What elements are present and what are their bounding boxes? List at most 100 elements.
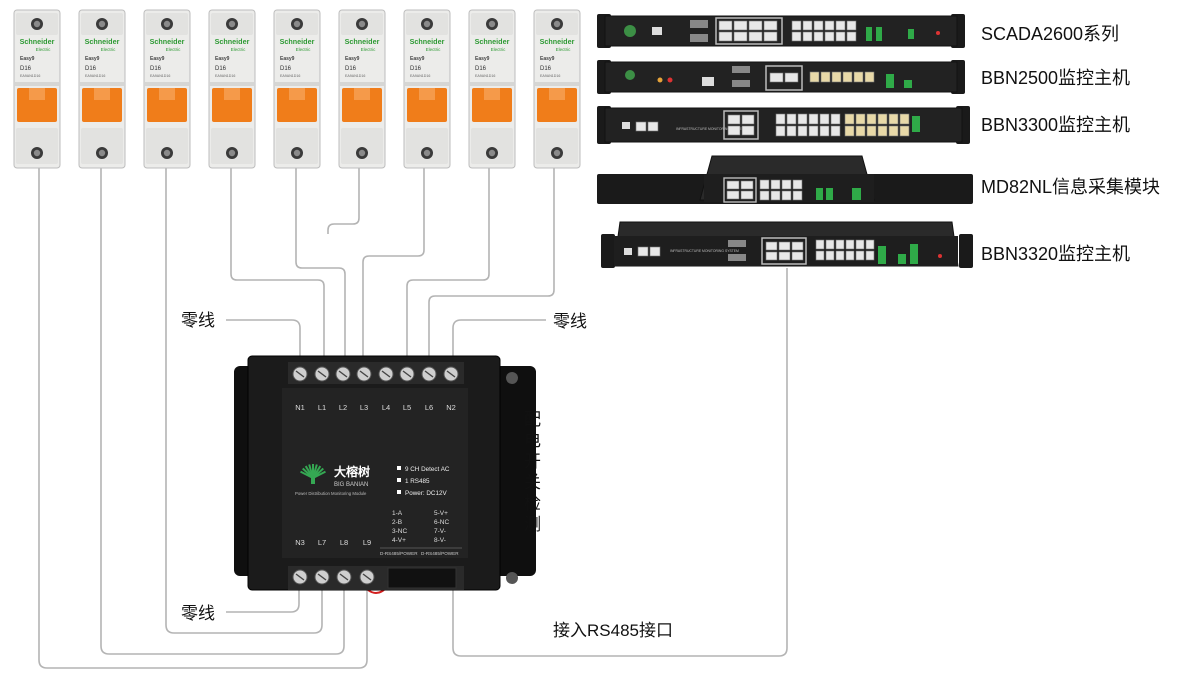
ethernet-port-icon <box>775 125 786 137</box>
ethernet-port-icon <box>748 20 763 31</box>
brand-sub-text: Electric <box>361 47 377 52</box>
breaker-bottom-clamp <box>276 128 318 164</box>
usb-port-icon <box>624 248 632 255</box>
ethernet-port-icon <box>819 113 830 125</box>
ethernet-port-icon <box>741 114 755 125</box>
ethernet-port-icon <box>855 239 865 250</box>
breaker-line <box>145 82 189 86</box>
breaker-bottom-clamp <box>211 128 253 164</box>
ethernet-port-icon <box>877 125 888 137</box>
ethernet-port-icon <box>899 125 910 137</box>
breaker-line <box>470 82 514 86</box>
logo-ray <box>312 470 326 479</box>
ethernet-port-icon <box>784 72 799 83</box>
usb-port-icon <box>702 77 714 86</box>
caption-char: 配 <box>524 410 541 429</box>
ethernet-port-icon <box>809 71 820 83</box>
part-number-text: EA9AN1D16 <box>475 74 495 78</box>
ethernet-port-icon <box>741 125 755 136</box>
ethernet-port-icon <box>865 250 875 261</box>
handle-highlight <box>549 88 565 100</box>
ethernet-port-icon <box>899 113 910 125</box>
rating-text: D16 <box>85 66 97 72</box>
ethernet-port-icon <box>770 179 781 190</box>
bigbanian-logo-icon <box>300 464 326 484</box>
rating-text: D16 <box>410 66 422 72</box>
device-front-panel <box>614 236 958 266</box>
breaker-handle <box>537 88 577 122</box>
bottom-screw-head <box>293 149 301 157</box>
part-number-text: EA9AN1D16 <box>150 74 170 78</box>
terminal-label-top: L5 <box>403 403 411 412</box>
terminal-label-top: L3 <box>360 403 368 412</box>
series-text: Easy9 <box>215 56 230 62</box>
terminal-label-top: L6 <box>425 403 433 412</box>
terminal-block-icon <box>866 27 872 41</box>
screw-slot <box>381 370 391 378</box>
screw-slot <box>359 370 369 378</box>
ethernet-port-icon <box>791 251 804 261</box>
bottom-screw-head <box>33 149 41 157</box>
logo-cn-text: 大榕树 <box>334 464 370 479</box>
ethernet-port-icon <box>844 113 855 125</box>
ethernet-port-icon <box>635 121 647 132</box>
neutral-label-bottom: 零线 <box>181 604 215 623</box>
serial-port-icon <box>732 66 750 73</box>
breaker-bottom-clamp <box>16 128 58 164</box>
usb-port-icon <box>622 122 630 129</box>
ethernet-port-icon <box>797 113 808 125</box>
ethernet-port-icon <box>855 113 866 125</box>
breaker-handle <box>342 88 382 122</box>
series-text: Easy9 <box>345 56 360 62</box>
screw-slot <box>338 370 348 378</box>
terminal-label-top: L2 <box>339 403 347 412</box>
ethernet-port-icon <box>835 239 845 250</box>
terminal-block-icon <box>878 246 886 264</box>
ethernet-port-icon <box>791 241 804 251</box>
serial-port-icon <box>690 34 708 42</box>
ethernet-port-icon <box>748 31 763 42</box>
caption-char: 开 <box>524 452 541 471</box>
ethernet-port-icon <box>791 20 802 31</box>
part-number-text: EA9AN1D16 <box>280 74 300 78</box>
top-screw-head <box>358 20 366 28</box>
part-number-text: EA9AN1D16 <box>540 74 560 78</box>
terminal-label-top: N1 <box>295 403 305 412</box>
terminal-label-bottom: L8 <box>340 538 348 547</box>
ethernet-port-icon <box>846 31 857 42</box>
rs485-label: 接入RS485接口 <box>553 621 673 640</box>
ethernet-port-icon <box>888 125 899 137</box>
ethernet-port-icon <box>866 125 877 137</box>
ethernet-port-icon <box>815 239 825 250</box>
wire <box>362 162 425 366</box>
logo-en-text: BIG BANIAN <box>334 482 368 488</box>
pin-label: 1-A <box>392 510 403 517</box>
ethernet-port-icon <box>726 190 740 200</box>
ethernet-port-icon <box>844 125 855 137</box>
wire <box>295 162 346 366</box>
device-label-bbn3300: BBN3300监控主机 <box>981 115 1130 135</box>
terminal-label-bottom: N3 <box>295 538 305 547</box>
top-screw-head <box>423 20 431 28</box>
breaker-line <box>80 82 124 86</box>
system-name-text: INFRASTRUCTURE MONITORING SYSTEM <box>676 127 745 131</box>
ethernet-port-icon <box>835 31 846 42</box>
top-screw-head <box>163 20 171 28</box>
rack-ear <box>959 234 973 268</box>
caption-char: 电 <box>524 431 541 450</box>
ethernet-port-icon <box>845 239 855 250</box>
ethernet-port-icon <box>733 20 748 31</box>
breaker-handle <box>147 88 187 122</box>
top-screw-head <box>33 20 41 28</box>
ethernet-port-block <box>809 71 875 83</box>
ethernet-port-icon <box>824 31 835 42</box>
ethernet-port-icon <box>808 125 819 137</box>
wire <box>452 319 546 366</box>
ethernet-port-icon <box>727 125 741 136</box>
breaker-bottom-clamp <box>81 128 123 164</box>
rating-text: D16 <box>475 66 487 72</box>
terminal-label-top: N2 <box>446 403 456 412</box>
ethernet-port-icon <box>765 241 778 251</box>
